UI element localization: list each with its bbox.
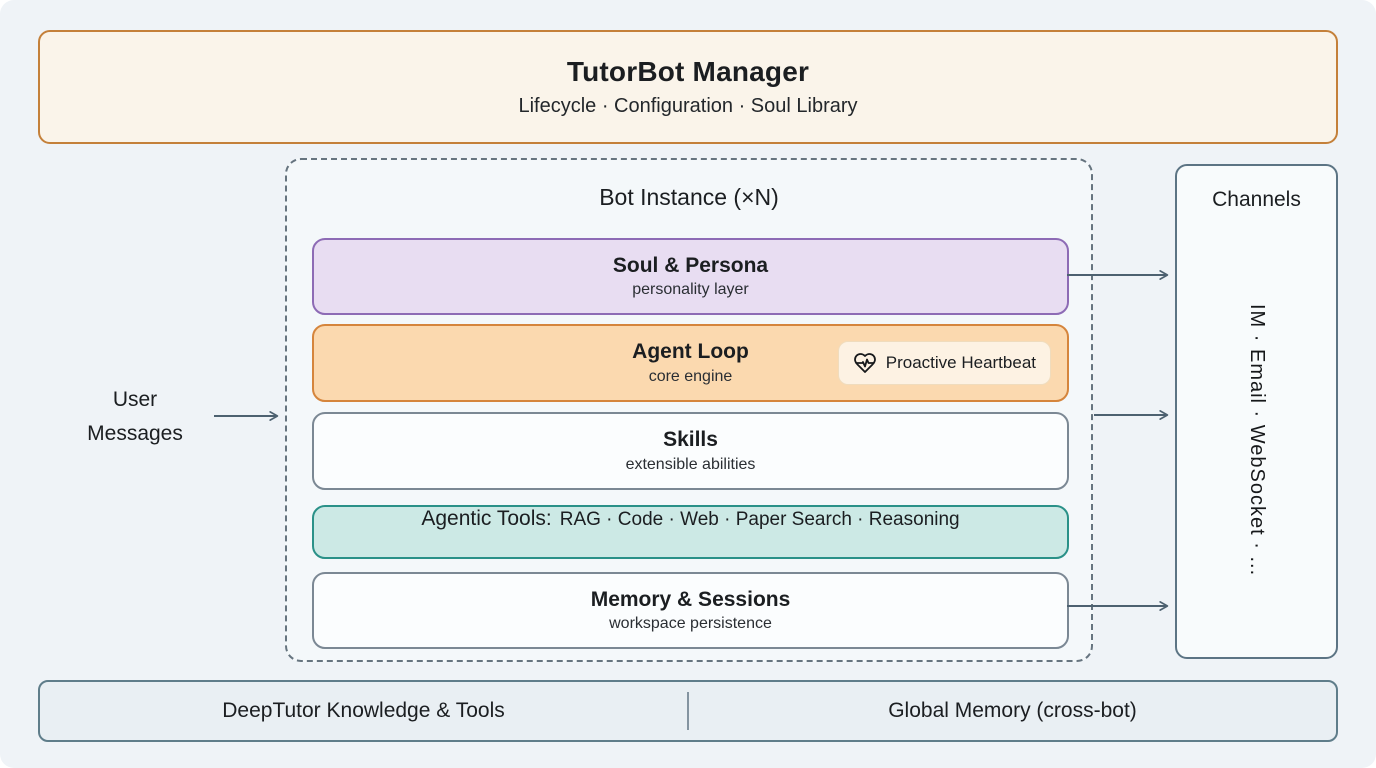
channels-items: IM · Email · WebSocket · ... <box>1246 304 1268 577</box>
bot-instance-title: Bot Instance (×N) <box>599 184 779 210</box>
soul-persona-subtitle: personality layer <box>632 281 749 299</box>
foundation-divider <box>687 692 689 730</box>
manager-subtitle: Lifecycle · Configuration · Soul Library <box>518 95 858 117</box>
skills-subtitle: extensible abilities <box>625 455 756 473</box>
user-messages-label: User Messages <box>87 388 183 445</box>
memory-sessions-title: Memory & Sessions <box>590 587 791 611</box>
heart-pulse-icon <box>853 351 877 375</box>
agent-loop-subtitle: core engine <box>648 367 733 385</box>
channels-items-wrap: IM · Email · WebSocket · ... <box>1177 246 1336 635</box>
agentic-tools-box: Agentic Tools: RAG · Code · Web · Paper … <box>312 505 1069 559</box>
agentic-tools-items: RAG · Code · Web · Paper Search · Reason… <box>559 509 960 530</box>
memory-sessions-box: Memory & Sessions workspace persistence <box>312 572 1069 649</box>
agent-loop-title: Agent Loop <box>632 340 749 364</box>
soul-persona-title: Soul & Persona <box>612 253 769 277</box>
proactive-heartbeat-badge: Proactive Heartbeat <box>837 341 1051 385</box>
memory-sessions-subtitle: workspace persistence <box>609 615 772 633</box>
global-memory-label: Global Memory (cross-bot) <box>888 699 1137 722</box>
soul-persona-box: Soul & Persona personality layer <box>312 238 1069 315</box>
manager-title: TutorBot Manager <box>566 56 810 87</box>
skills-box: Skills extensible abilities <box>312 412 1069 490</box>
channels-title: Channels <box>1212 188 1301 211</box>
channels-box: Channels IM · Email · WebSocket · ... <box>1175 164 1338 659</box>
skills-title: Skills <box>663 428 718 452</box>
tutorbot-manager-box: TutorBot Manager Lifecycle · Configurati… <box>38 30 1338 144</box>
foundation-bar: DeepTutor Knowledge & Tools Global Memor… <box>38 680 1338 742</box>
agent-loop-box: Agent Loop core engine Proactive Heartbe… <box>312 324 1069 402</box>
proactive-heartbeat-label: Proactive Heartbeat <box>885 353 1036 372</box>
agentic-tools-title: Agentic Tools: <box>421 507 552 530</box>
bot-instance-box: Bot Instance (×N) Soul & Persona persona… <box>285 158 1093 662</box>
deeptutor-knowledge-label: DeepTutor Knowledge & Tools <box>222 699 505 722</box>
